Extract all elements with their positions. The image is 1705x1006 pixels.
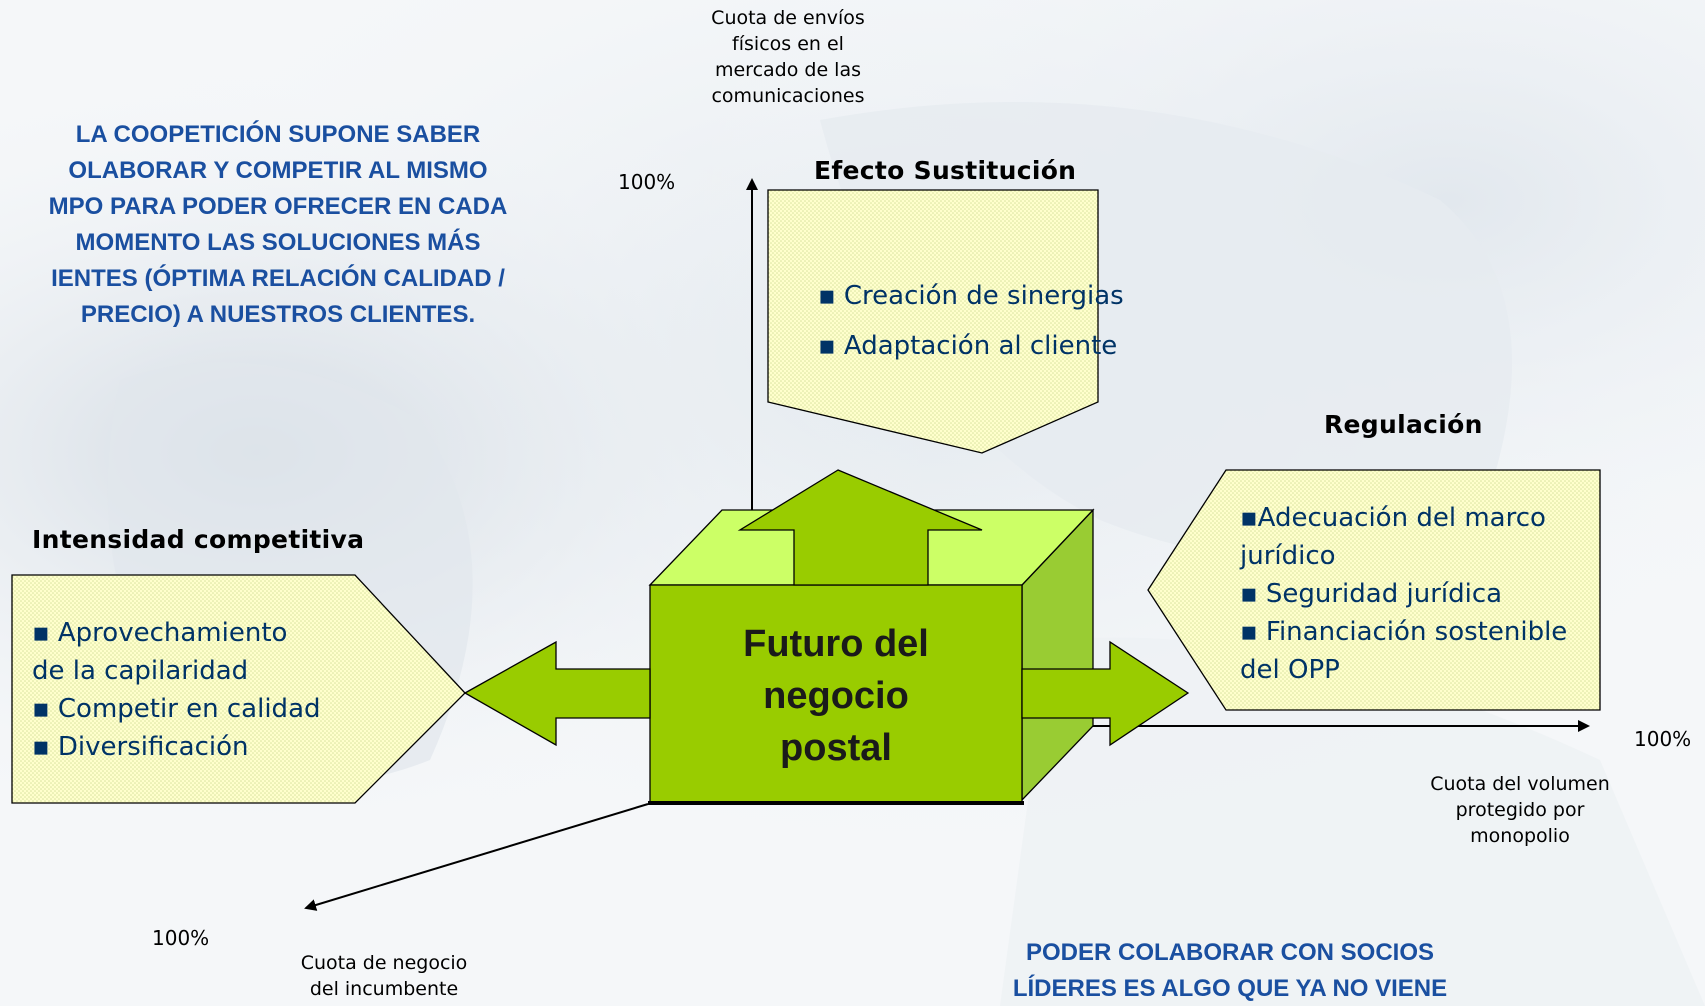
list-item: ▪ Financiación sostenible: [1240, 617, 1568, 647]
arrow-left: [463, 640, 651, 747]
list-item: ▪ Diversificación: [32, 732, 249, 762]
list-item: ▪Adecuación del marco: [1240, 503, 1546, 533]
list-item: ▪ Competir en calidad: [32, 694, 321, 724]
diagonal-axis-label: Cuota de negocio del incumbente: [300, 952, 468, 1000]
diagonal-axis-max: 100%: [152, 926, 210, 950]
intro-text: LA COOPETICIÓN SUPONE SABER OLABORAR Y C…: [48, 121, 508, 328]
right-callout-shape: [1147, 469, 1601, 711]
list-item: del OPP: [1240, 655, 1340, 685]
right-section-heading: Regulación: [1324, 410, 1483, 439]
top-callout-shape: [767, 189, 1099, 454]
left-section-heading: Intensidad competitiva: [32, 525, 365, 554]
arrow-right: [1021, 640, 1190, 747]
top-section-list: ▪ Creación de sinergias ▪ Adaptación al …: [818, 271, 1124, 371]
horizontal-axis-max: 100%: [1634, 727, 1692, 751]
list-item: ▪ Aprovechamiento: [32, 618, 288, 648]
horizontal-axis-label: Cuota del volumen protegido por monopoli…: [1430, 773, 1610, 847]
vertical-axis-label: Cuota de envíos físicos en el mercado de…: [711, 7, 865, 107]
vertical-axis-max: 100%: [618, 170, 676, 194]
center-title: Futuro del negocio postal: [743, 623, 929, 769]
bottom-text: PODER COLABORAR CON SOCIOS LÍDERES ES AL…: [1012, 939, 1448, 1002]
right-section-list: ▪Adecuación del marco jurídico ▪ Segurid…: [1240, 499, 1567, 689]
box-front-face: [649, 584, 1023, 804]
arrow-up: [737, 469, 983, 586]
list-item: ▪ Seguridad jurídica: [1240, 579, 1503, 609]
left-callout-shape: [11, 574, 466, 804]
top-section-heading: Efecto Sustitución: [814, 156, 1077, 185]
left-section-list: ▪ Aprovechamiento de la capilaridad ▪ Co…: [32, 614, 321, 766]
list-item: ▪ Creación de sinergias: [818, 281, 1124, 311]
list-item: de la capilaridad: [32, 656, 249, 686]
diagonal-axis: [304, 803, 649, 911]
list-item: jurídico: [1240, 541, 1336, 571]
list-item: ▪ Adaptación al cliente: [818, 331, 1118, 361]
